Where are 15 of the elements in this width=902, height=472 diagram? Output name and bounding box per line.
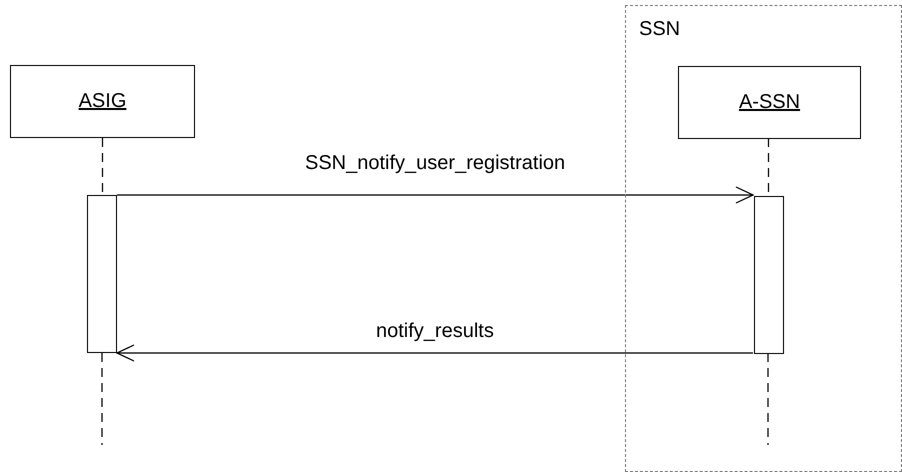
message-arrow bbox=[117, 186, 754, 204]
lifeline-name: ASIG bbox=[78, 90, 128, 113]
activation-bar bbox=[754, 196, 784, 354]
lifeline-head-box bbox=[678, 66, 861, 139]
activation-bar bbox=[87, 195, 117, 353]
lifeline-head-box bbox=[10, 65, 195, 138]
edge-label: notify_results bbox=[374, 320, 496, 343]
lifeline bbox=[768, 138, 770, 195]
lifeline bbox=[101, 353, 103, 445]
message-arrow bbox=[116, 344, 753, 362]
group-title: SSN bbox=[639, 18, 680, 41]
system-boundary bbox=[625, 5, 902, 472]
lifeline bbox=[102, 138, 104, 195]
lifeline bbox=[767, 353, 769, 445]
lifeline-name: A-SSN bbox=[738, 91, 802, 114]
